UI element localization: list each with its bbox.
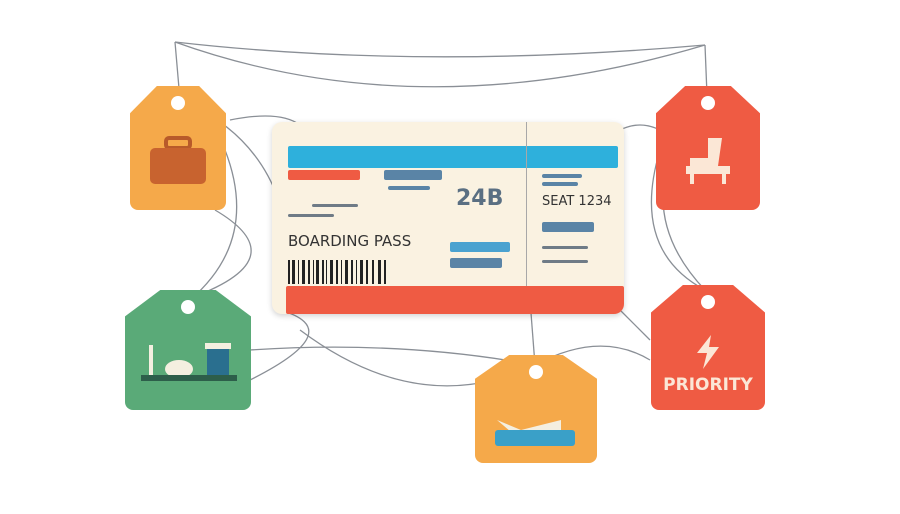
ticket-title: BOARDING PASS xyxy=(288,232,412,250)
seat-label: SEAT 1234 xyxy=(542,194,612,209)
priority-label: PRIORITY xyxy=(663,375,753,395)
seat-code: 24B xyxy=(456,186,504,211)
lightning-icon xyxy=(697,335,719,369)
boarding-icon xyxy=(495,420,575,446)
seat-icon xyxy=(686,138,730,184)
priority-tag: PRIORITY xyxy=(651,285,765,410)
meal-tag xyxy=(125,290,251,410)
seat-tag xyxy=(656,86,760,210)
meal-tray-icon xyxy=(141,343,237,381)
barcode xyxy=(288,260,386,284)
suitcase-icon xyxy=(150,136,206,184)
boarding-pass: 24B BOARDING PASS SEAT 1234 xyxy=(272,122,624,314)
luggage-tag xyxy=(130,86,226,210)
boarding-tag xyxy=(475,355,597,463)
